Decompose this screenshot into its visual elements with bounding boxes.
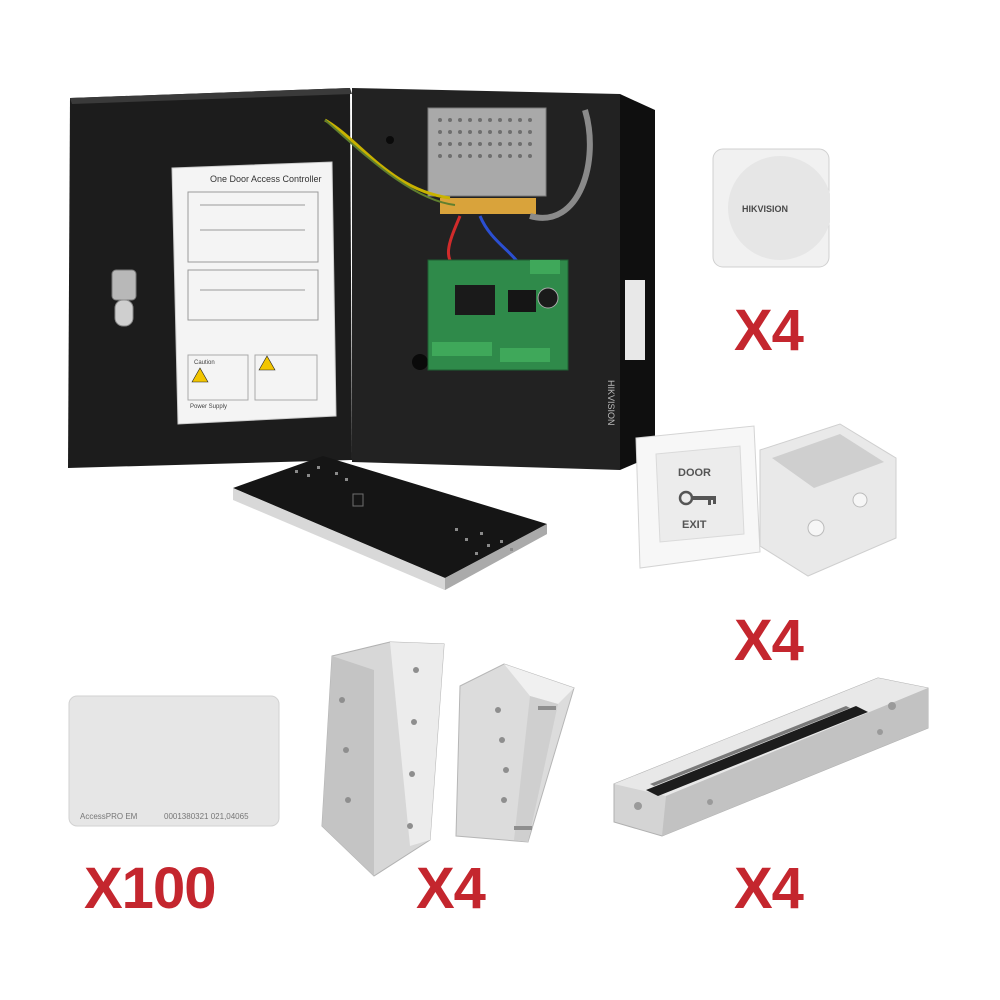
reader-quantity: X4 xyxy=(734,298,804,363)
card-reader-icon xyxy=(352,493,364,507)
wiring-manual xyxy=(171,161,337,425)
card-quantity: X100 xyxy=(84,856,216,921)
card-number: 0001380321 021,04065 xyxy=(164,812,249,821)
manual-power: Power Supply xyxy=(190,404,227,410)
z-bracket-pair xyxy=(318,640,580,880)
proximity-card: AccessPRO EM 0001380321 021,04065 xyxy=(68,695,280,827)
exit-button-top-text: DOOR xyxy=(678,467,711,479)
magnetic-lock xyxy=(610,672,930,842)
cabinet-illustration: HIKVISION One Door Access Controller Cau… xyxy=(68,88,655,470)
brackets-illustration xyxy=(321,641,575,877)
lock-icon xyxy=(111,269,137,301)
reader-brand: HIKVISION xyxy=(742,204,788,214)
case-side-label: HIKVISION xyxy=(606,380,616,426)
key-icon xyxy=(678,490,716,506)
desktop-card-enroller xyxy=(225,448,555,608)
brackets-quantity: X4 xyxy=(416,856,486,921)
exit-button-set: DOOR EXIT xyxy=(632,418,900,583)
card-illustration: AccessPRO EM 0001380321 021,04065 xyxy=(68,695,280,827)
manual-title: One Door Access Controller xyxy=(210,174,322,184)
manual-caution: Caution xyxy=(194,360,215,366)
access-controller-cabinet: HIKVISION One Door Access Controller Cau… xyxy=(60,80,660,480)
enroller-illustration xyxy=(233,456,547,590)
exit-button-bottom-text: EXIT xyxy=(682,519,707,531)
card-brand: AccessPRO EM xyxy=(80,812,138,821)
power-supply-unit xyxy=(427,107,547,197)
exit-button-quantity: X4 xyxy=(734,608,804,673)
card-reader: HIKVISION xyxy=(712,148,832,270)
exit-button-illustration: DOOR EXIT xyxy=(635,423,897,577)
maglock-quantity: X4 xyxy=(734,856,804,921)
maglock-illustration xyxy=(613,677,929,837)
reader-illustration: HIKVISION xyxy=(712,148,832,268)
